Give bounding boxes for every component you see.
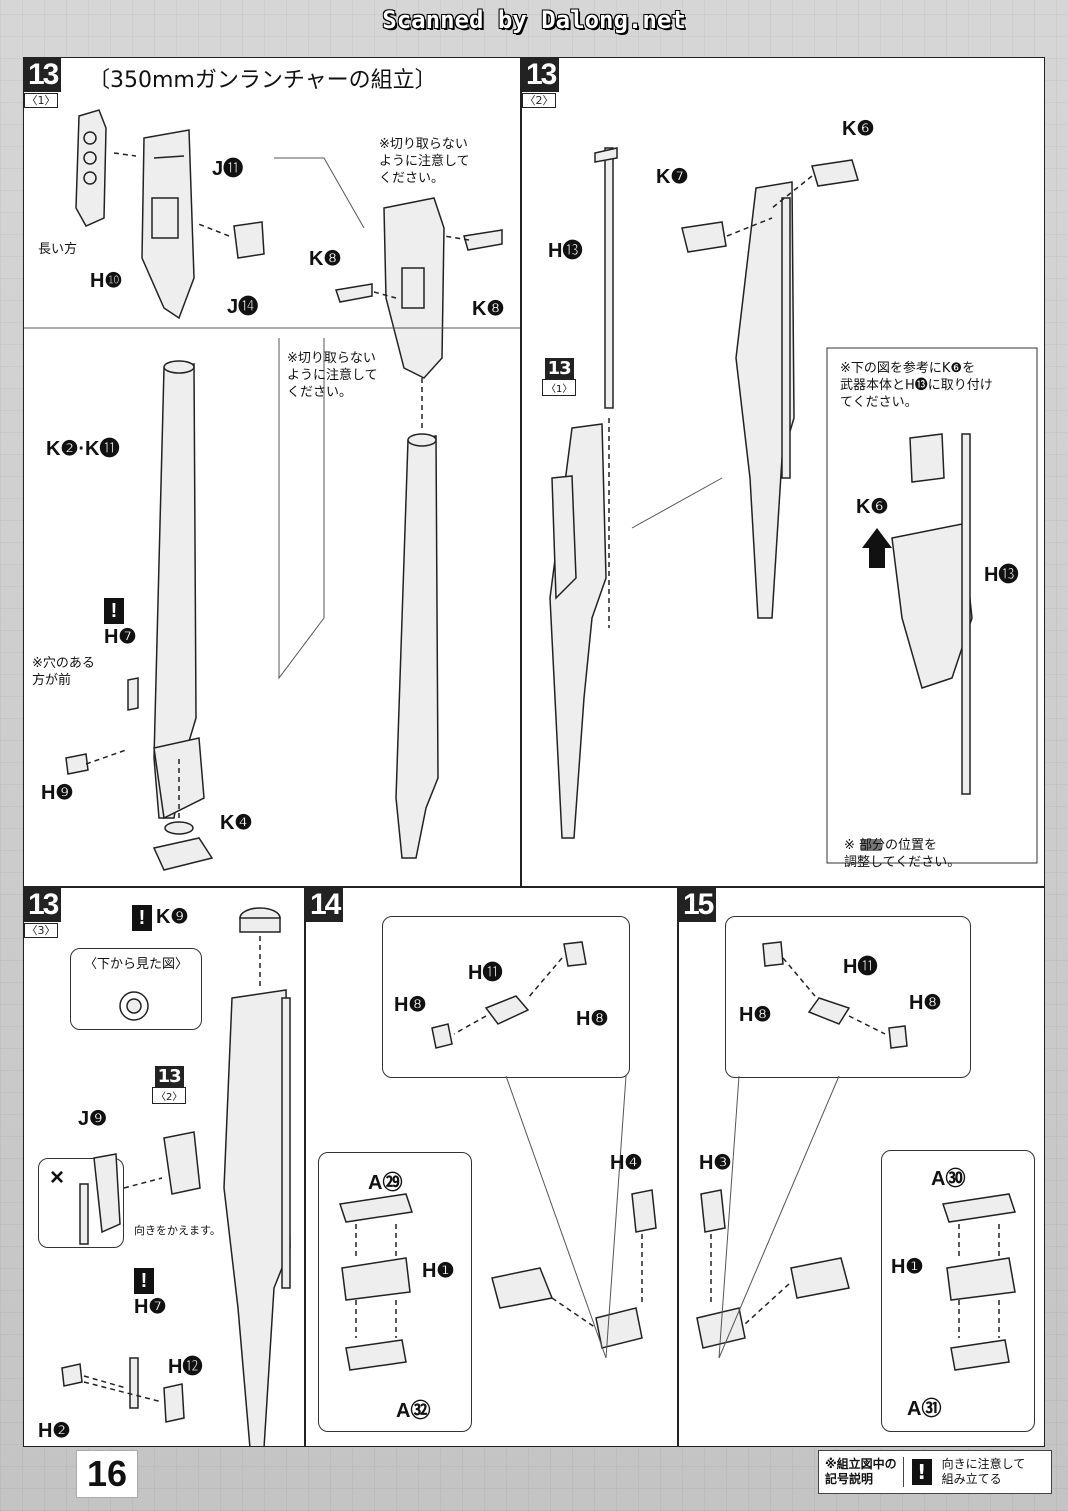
label-h1: H❶ (891, 1256, 924, 1278)
joint-assembly-drawing-15 (696, 941, 1016, 1371)
step-15-panel: 15 H⓫ H❽ H❽ H❸ A㉚ H❶ A㉛ (678, 887, 1045, 1447)
label-h11: H⓫ (468, 962, 503, 984)
step-number: 14 (306, 888, 344, 922)
label-k8-b: K❽ (472, 298, 505, 320)
label-j9: J❾ (78, 1108, 108, 1130)
label-h8-right: H❽ (909, 992, 942, 1014)
label-h13: H⓭ (548, 240, 583, 262)
wrong-mark: × (50, 1164, 65, 1191)
step-number: 13 〈3〉 (24, 888, 62, 938)
note-change-orientation: 向きをかえます。 (134, 1224, 221, 1237)
joint-assembly-drawing-14 (339, 941, 657, 1371)
label-h8-right: H❽ (576, 1008, 609, 1030)
launcher-body-parts-drawing (24, 109, 520, 871)
label-h8-left: H❽ (394, 994, 427, 1016)
caution-icon: ! (132, 904, 152, 931)
label-h9: H❾ (41, 782, 74, 804)
inset-h11-h8 (382, 916, 630, 1078)
label-h7: ! H❼ (134, 1268, 167, 1318)
label-a30: A㉚ (931, 1168, 966, 1190)
label-h10: H❿ (90, 270, 123, 292)
step-13-1-panel: 13 〈1〉 〔350mmガンランチャーの組立〕 (23, 57, 521, 887)
label-k4: K❹ (220, 812, 253, 834)
scan-watermark: Scanned by Dalong.net (382, 6, 686, 34)
label-j11: J⓫ (212, 158, 244, 180)
caution-icon: ! (911, 1459, 932, 1485)
symbol-legend: ※組立図中の 記号説明 ! 向きに注意して 組み立てる (818, 1450, 1052, 1494)
note-do-not-cut-1: ※切り取らない ように注意して ください。 (379, 137, 470, 186)
step-title: 〔350mmガンランチャーの組立〕 (88, 68, 437, 93)
note-long-side: 長い方 (38, 242, 78, 257)
label-h8-left: H❽ (739, 1004, 772, 1026)
step-number: 15 (679, 888, 717, 922)
label-h2: H❷ (38, 1420, 71, 1442)
launcher-k6-h13-drawing (549, 147, 1038, 864)
page-number: 16 (76, 1450, 139, 1498)
label-h12: H⓬ (168, 1356, 203, 1378)
adjust-area-swatch (861, 839, 881, 851)
note-do-not-cut-2: ※切り取らない ように注意して ください。 (287, 351, 378, 400)
label-h4: H❹ (610, 1152, 643, 1174)
note-adjust-position: ※ 部分の位置を 調整してください。 (844, 838, 961, 870)
label-h7: ! H❼ (104, 598, 137, 648)
step-13-3-panel: 13 〈3〉 〈下から見た図〉 !K❾ 13 〈2〉 (23, 887, 305, 1447)
legend-text: 向きに注意して 組み立てる (941, 1457, 1026, 1486)
note-attach-k6: ※下の図を参考にK❻を 武器本体とH⓭に取り付け てください。 (840, 361, 993, 410)
note-bottom-view: 〈下から見た図〉 (84, 957, 189, 972)
caution-icon: ! (104, 598, 124, 624)
step-number: 13 〈1〉 (24, 58, 62, 108)
label-k8-a: K❽ (309, 248, 342, 270)
caution-icon: ! (134, 1268, 154, 1294)
label-a29: A㉙ (368, 1172, 403, 1194)
label-a32: A㉜ (396, 1400, 431, 1422)
ref-step-13-2: 13 〈2〉 (152, 1066, 187, 1104)
step-number: 13 〈2〉 (522, 58, 560, 108)
step-13-2-panel: 13 〈2〉 K❻ K❼ H⓭ 13 〈1〉 ※下 (521, 57, 1045, 887)
k9-j9-assembly-drawing (61, 907, 291, 1446)
label-k6-detail: K❻ (856, 496, 889, 518)
label-h1: H❶ (422, 1260, 455, 1282)
label-k9: !K❾ (132, 904, 188, 931)
label-k7: K❼ (656, 166, 689, 188)
note-hole-side-front: ※穴のある 方が前 (32, 656, 95, 688)
legend-heading: ※組立図中の 記号説明 (819, 1457, 904, 1487)
ref-step-13-1: 13 〈1〉 (542, 358, 577, 396)
label-k2-k11: K❷·K⓫ (46, 438, 120, 460)
label-k6: K❻ (842, 118, 875, 140)
step-14-panel: 14 H⓫ H❽ H❽ H❹ A㉙ H❶ A㉜ (305, 887, 678, 1447)
label-a31: A㉛ (907, 1398, 942, 1420)
label-h13-detail: H⓭ (984, 564, 1019, 586)
label-j14: J⓮ (227, 296, 259, 318)
label-h3: H❸ (699, 1152, 732, 1174)
label-h11: H⓫ (843, 956, 878, 978)
